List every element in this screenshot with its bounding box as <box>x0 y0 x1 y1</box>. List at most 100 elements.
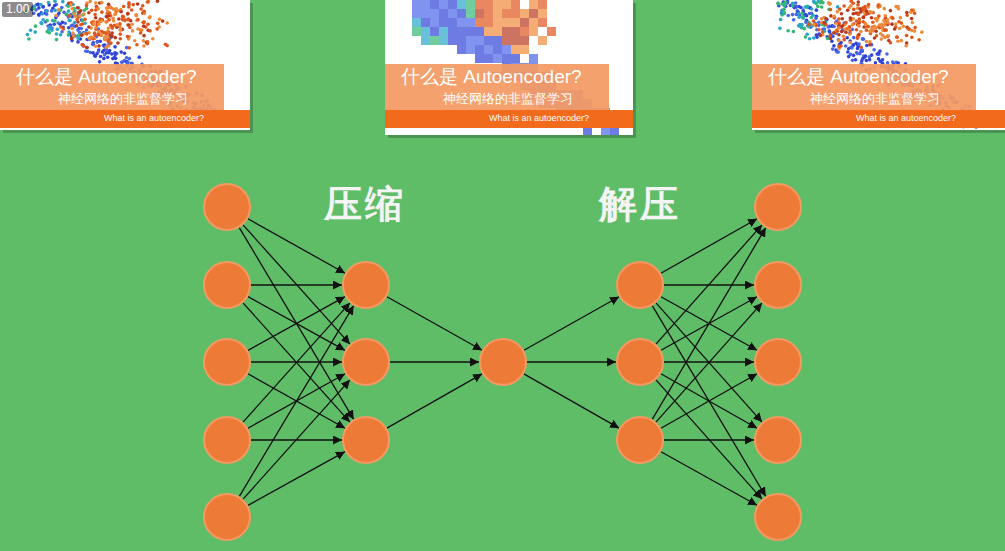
scatter-dot <box>94 16 98 20</box>
weight-arrow <box>656 303 762 422</box>
scatter-dot <box>863 7 867 11</box>
thumbnail-image <box>0 0 253 133</box>
scatter-dot <box>99 55 103 59</box>
scatter-dot <box>75 24 79 28</box>
scatter-dot <box>829 37 833 41</box>
thumbnail-image <box>385 0 636 138</box>
pixel-block <box>412 9 421 18</box>
scatter-dot <box>142 39 146 43</box>
scatter-dot <box>791 13 795 17</box>
scatter-dot <box>792 30 796 34</box>
scatter-dot <box>854 58 858 62</box>
title-band <box>385 64 609 110</box>
scatter-dot <box>832 31 836 35</box>
scatter-dot <box>142 24 146 28</box>
scatter-dot <box>844 21 848 25</box>
scatter-dot <box>847 47 851 51</box>
neuron-circle <box>616 338 664 386</box>
scatter-dot <box>104 20 108 24</box>
scatter-dot <box>896 39 900 43</box>
scatter-dot <box>73 14 77 18</box>
pixel-block <box>511 45 520 54</box>
pixel-block <box>493 54 502 63</box>
thumbnail-text: 神经网络的非监督学习 <box>810 92 940 107</box>
scatter-dot <box>812 19 816 23</box>
scatter-dot <box>148 29 152 33</box>
scatter-dot <box>898 27 902 31</box>
scatter-dot <box>127 5 131 9</box>
scatter-dot <box>862 15 866 19</box>
scatter-dot <box>91 51 95 55</box>
weight-arrow <box>524 374 619 428</box>
scatter-dot <box>777 2 781 6</box>
scatter-dot <box>87 11 91 15</box>
scatter-dot <box>803 5 807 9</box>
scatter-dot <box>121 15 125 19</box>
scatter-dot <box>876 4 880 8</box>
pixel-block <box>511 0 520 9</box>
scatter-dot <box>852 36 856 40</box>
scatter-dot <box>852 8 856 12</box>
scatter-dot <box>90 8 94 12</box>
scatter-dot <box>848 25 852 29</box>
thumbnail-text: 什么是 Autoencoder? <box>768 66 949 88</box>
scatter-dot <box>883 28 887 32</box>
scatter-dot <box>113 36 117 40</box>
scatter-dot <box>847 6 851 10</box>
scatter-dot <box>802 27 806 31</box>
scatter-dot <box>85 32 89 36</box>
scatter-dot <box>84 49 88 53</box>
scatter-dot <box>83 18 87 22</box>
scatter-dot <box>53 19 57 23</box>
pixel-block <box>484 9 493 18</box>
pixel-block <box>493 27 502 36</box>
subtitle-stripe <box>752 110 1005 128</box>
scatter-dot <box>116 41 120 45</box>
weight-arrow <box>243 303 350 422</box>
scatter-dot <box>79 9 83 13</box>
scatter-dot <box>70 7 74 11</box>
scatter-dot <box>74 14 78 18</box>
scatter-dot <box>88 0 92 3</box>
scatter-dot <box>123 18 127 22</box>
scatter-dot <box>877 51 881 55</box>
scatter-dot <box>161 19 165 23</box>
scatter-dot <box>131 3 135 7</box>
scatter-dot <box>67 19 71 23</box>
weight-arrow <box>239 228 353 420</box>
scatter-dot <box>880 37 884 41</box>
scatter-dot <box>123 19 127 23</box>
scatter-dot <box>847 55 851 59</box>
scatter-dot <box>799 6 803 10</box>
pixel-block <box>439 9 448 18</box>
scatter-dot <box>136 2 140 6</box>
scatter-dot <box>29 28 33 32</box>
scatter-dot <box>142 20 146 24</box>
scatter-dot <box>875 34 879 38</box>
scatter-dot <box>139 31 143 35</box>
scatter-dot <box>85 46 89 50</box>
scatter-dot <box>68 19 72 23</box>
weight-arrow <box>387 297 482 350</box>
weight-arrow <box>656 225 762 344</box>
pixel-block <box>520 36 529 45</box>
scatter-dot <box>779 18 783 22</box>
weight-arrow <box>661 374 757 428</box>
scatter-dot <box>97 33 101 37</box>
scatter-dot <box>815 8 819 12</box>
pixel-block <box>529 9 538 18</box>
scatter-dot <box>55 38 59 42</box>
pixel-block <box>457 9 466 18</box>
scatter-dot <box>126 12 130 16</box>
scatter-dot <box>72 34 76 38</box>
neuron-circle <box>203 183 251 231</box>
scatter-dot <box>103 38 107 42</box>
scatter-dot <box>886 34 890 38</box>
scatter-dot <box>857 42 861 46</box>
scatter-dot <box>874 29 878 33</box>
scatter-dot <box>828 30 832 34</box>
scatter-dot <box>899 16 903 20</box>
scatter-dot <box>835 50 839 54</box>
thumbnail-text: What is an autoencoder? <box>856 113 956 123</box>
scatter-dot <box>119 28 123 32</box>
